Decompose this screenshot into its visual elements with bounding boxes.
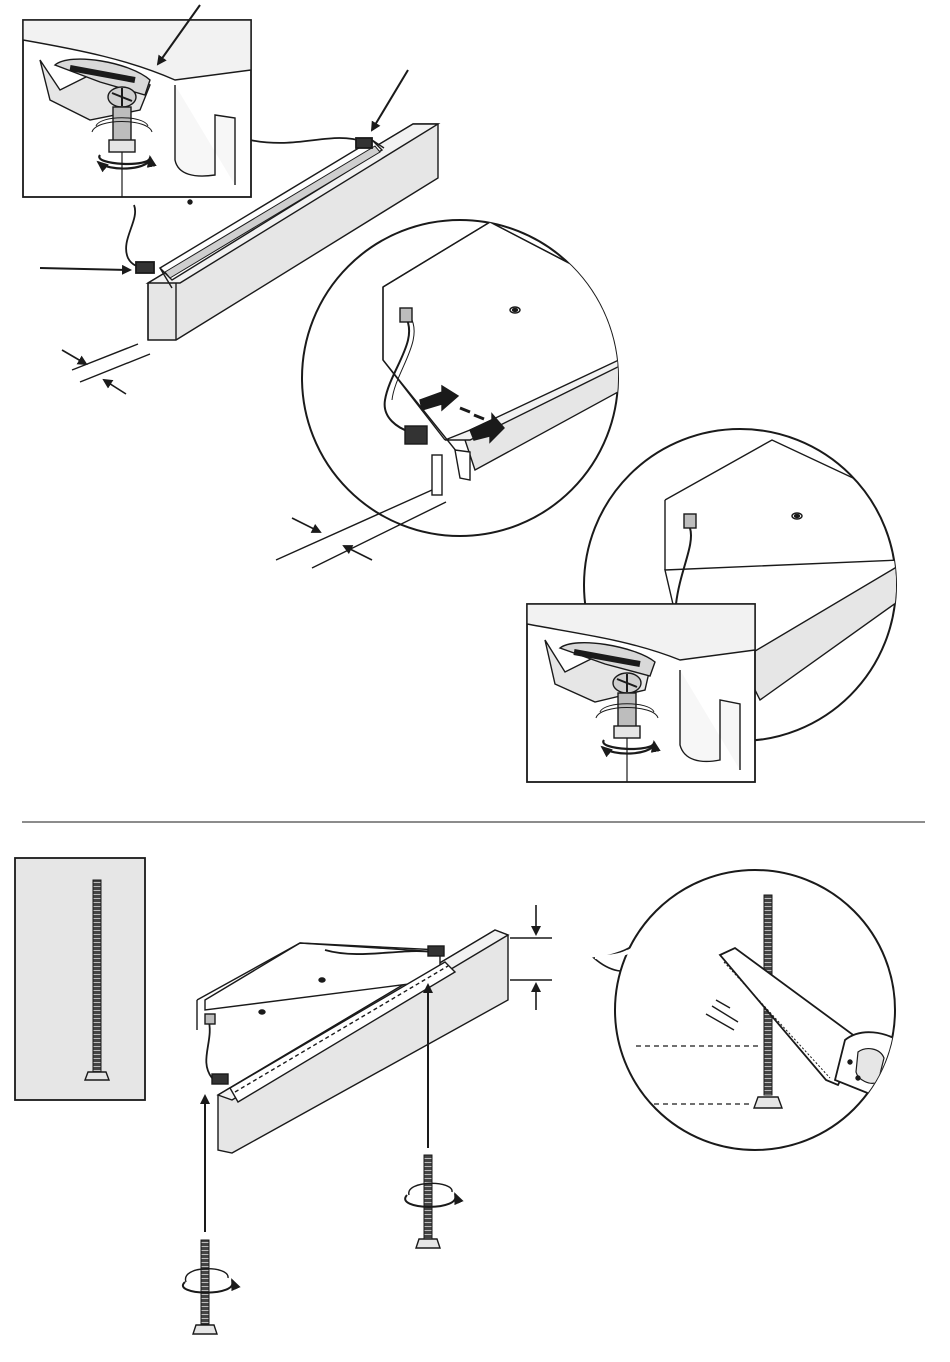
leader-arrow	[40, 268, 130, 270]
rod-reference-panel	[15, 858, 145, 1100]
inset-nut-tightening-2	[527, 604, 755, 782]
cable-clip-icon	[136, 262, 154, 273]
magnifier-callout-1	[302, 220, 640, 536]
threaded-rod-icon	[93, 880, 101, 1072]
inset-nut-tightening	[23, 20, 251, 197]
rod-middle	[405, 1155, 455, 1248]
dimension-height	[510, 905, 552, 1010]
dimension-gap	[62, 344, 150, 394]
threaded-rod-icon	[424, 1155, 432, 1239]
leader-arrow	[372, 70, 408, 130]
threaded-rod-icon	[201, 1240, 209, 1324]
top-section	[23, 5, 900, 782]
assembled-board	[197, 930, 508, 1153]
rod-left	[183, 1240, 233, 1334]
magnifier-callout-saw	[594, 870, 907, 1150]
cable-clip-icon	[356, 138, 372, 148]
bottom-section	[15, 858, 907, 1334]
